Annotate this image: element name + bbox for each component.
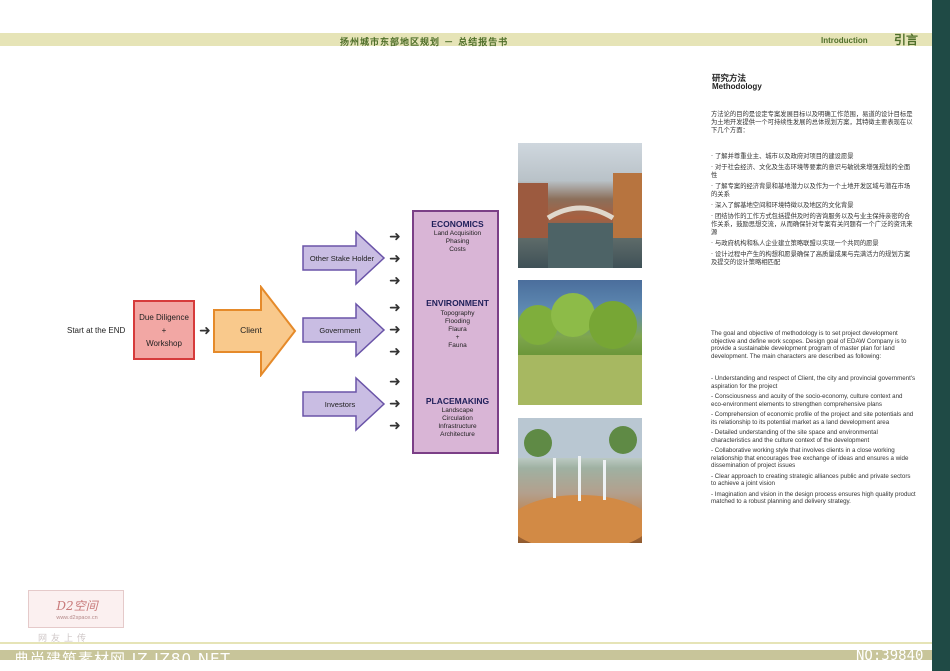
list-item: - Detailed understanding of the site spa… — [711, 429, 878, 444]
category-economics-title: ECONOMICS — [431, 219, 484, 229]
category-item: Phasing — [445, 238, 470, 245]
due-diligence-label: Due Diligence — [139, 312, 189, 322]
list-item: · 与政府机构和私人企业建立策略联盟以实现一个共同的愿景 — [711, 240, 879, 247]
category-item: Landscape — [441, 407, 474, 414]
watermark-logo-text: D2空间 — [56, 599, 98, 613]
methodology-intro-cn: 方法论的目的是设定专案发展目标以及明确工作范围，易道的设计目标是为土地开发提供一… — [711, 111, 913, 134]
watermark-logo-url: www.d2space.cn — [56, 615, 98, 621]
arrow-icon: ➜ — [389, 272, 401, 288]
watermark-site-text: 典尚建筑素材网 JZ.JZ80.NET — [14, 650, 231, 668]
footer-line — [0, 642, 932, 644]
methodology-points-en: - Understanding and respect of Client, t… — [711, 375, 916, 509]
document-title: 扬州城市东部地区规划 － 总结报告书 — [340, 38, 509, 48]
category-item: Flooding — [445, 318, 470, 325]
category-box: ECONOMICS Land Acquisition Phasing Costs… — [412, 210, 499, 454]
arrow-icon: ➜ — [389, 250, 401, 266]
category-item: + — [455, 334, 460, 341]
arrow-icon: ➜ — [199, 322, 211, 338]
category-item: Circulation — [442, 415, 473, 422]
start-label: Start at the END — [67, 326, 126, 335]
arrow-icon: ➜ — [389, 395, 401, 411]
category-item: Topography — [440, 310, 475, 317]
process-diagram: Start at the END Due Diligence + Worksho… — [67, 210, 499, 454]
category-placemaking-title: PLACEMAKING — [425, 396, 490, 406]
header-band — [0, 33, 932, 46]
category-item: Infrastructure — [438, 423, 477, 430]
list-item: - Collaborative working style that invol… — [711, 447, 909, 469]
footer-band — [0, 650, 932, 660]
stakeholder-arrow-investors — [302, 376, 386, 432]
category-item: Architecture — [440, 431, 475, 438]
list-item: - Clear approach to creating strategic a… — [711, 472, 911, 488]
list-item: · 了解专案的经济背景和基地潜力以及作为一个土地开发区域与潜在市场的关系 — [711, 183, 911, 198]
methodology-intro-en: The goal and objective of methodology is… — [711, 330, 907, 360]
category-environment-title: ENVIRONMENT — [426, 298, 489, 308]
list-item: · 对于社会经济、文化及生态环境等要素的意识与敏锐来增强规划的全面性 — [711, 164, 911, 179]
arrow-icon: ➜ — [389, 299, 401, 315]
stakeholder-other-label: Other Stake Holder — [309, 254, 375, 263]
section-title-en: Introduction — [821, 36, 868, 45]
arrow-icon: ➜ — [389, 228, 401, 244]
arrow-icon: ➜ — [389, 417, 401, 433]
list-item: - Understanding and respect of Client, t… — [711, 375, 916, 390]
list-item: - Imagination and vision in the design p… — [711, 490, 916, 506]
methodology-title-cn: 研究方法 — [712, 74, 747, 84]
due-diligence-box: Due Diligence + Workshop — [133, 300, 195, 360]
stakeholder-government-label: Government — [319, 326, 361, 335]
category-item: Costs — [449, 246, 466, 253]
list-item: · 设计过程中产生的构想和愿景确保了高质量成果与完满活力的规划方案及提交的设计策… — [711, 251, 911, 266]
arrow-icon: ➜ — [389, 373, 401, 389]
stakeholder-arrow-other — [302, 230, 386, 286]
list-item: · 了解并尊重业主、城市以及政府对项目的建设愿景 — [711, 153, 854, 160]
watermark-number: NO:39840 — [856, 648, 924, 664]
arrow-icon: ➜ — [389, 321, 401, 337]
workshop-label: Workshop — [146, 338, 182, 348]
category-item: Flaura — [448, 326, 467, 333]
category-item: Fauna — [448, 342, 467, 349]
venice-canal-photo — [518, 143, 642, 268]
watermark-upload-text: 网友上传 — [38, 634, 91, 644]
methodology-points-cn: · 了解并尊重业主、城市以及政府对项目的建设愿景 · 对于社会经济、文化及生态环… — [711, 153, 916, 270]
section-title-cn: 引言 — [894, 33, 919, 47]
arrow-icon: ➜ — [389, 343, 401, 359]
tree-grove-photo — [518, 280, 642, 405]
stakeholder-investors-label: Investors — [324, 400, 356, 409]
right-color-strip — [932, 0, 950, 671]
list-item: - Comprehension of economic profile of t… — [711, 411, 914, 426]
methodology-title-en: Methodology — [712, 82, 762, 91]
list-item: - Consciousness and acuity of the socio-… — [711, 393, 903, 408]
client-label: Client — [240, 325, 262, 335]
fountain-plaza-photo — [510, 418, 650, 551]
due-diligence-plus: + — [161, 325, 167, 335]
stakeholder-arrow-government — [302, 302, 386, 358]
list-item: · 深入了解基地空间和环境特徵以及地区的文化背景 — [711, 202, 854, 209]
list-item: · 团结协作的工作方式包括提供及时的咨询服务以及与业主保持亲密的合作关系，鼓励思… — [711, 213, 913, 236]
watermark-logo: D2空间 www.d2space.cn — [28, 590, 124, 628]
client-arrow — [213, 285, 297, 377]
category-item: Land Acquisition — [433, 230, 482, 237]
